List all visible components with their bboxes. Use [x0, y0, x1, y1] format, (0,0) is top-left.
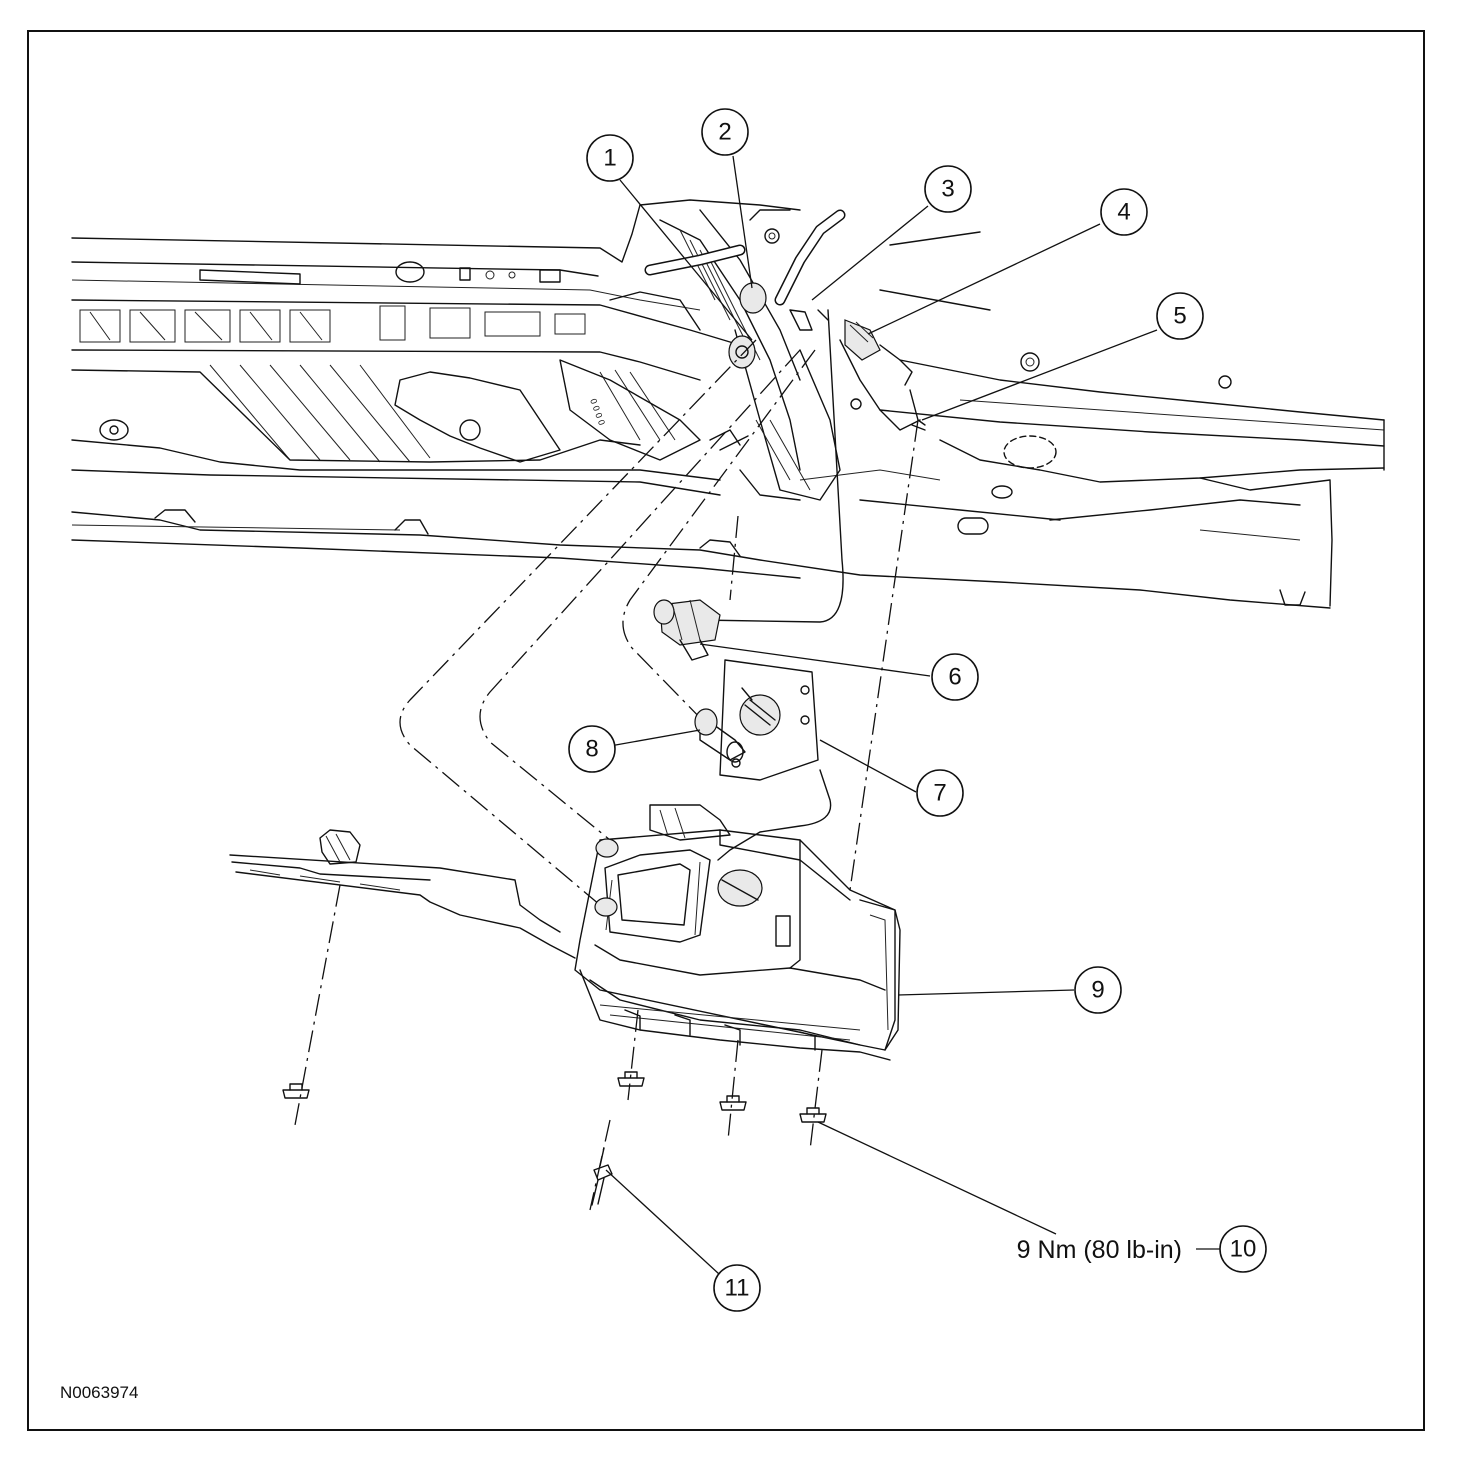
callout-leaders: [605, 155, 1220, 1275]
callout-2-label: 2: [718, 119, 731, 146]
callout-6-label: 6: [948, 664, 961, 691]
right-body-structure: [799, 231, 1385, 607]
filter-8: [694, 708, 746, 763]
callout-7-label: 7: [933, 780, 946, 807]
callout-3: 3: [924, 165, 972, 213]
callout-2: 2: [701, 108, 749, 156]
callout-10: 10: [1219, 1225, 1267, 1273]
hose-connector-6: [653, 599, 721, 661]
torque-spec-label: 9 Nm (80 lb-in): [1017, 1236, 1182, 1264]
evap-canister-9: [229, 804, 901, 1061]
callout-1: 1: [586, 134, 634, 182]
dust-box-bracket-7: [719, 659, 819, 781]
callout-6: 6: [931, 653, 979, 701]
figure-id: N0063974: [60, 1383, 138, 1402]
callout-8: 8: [568, 725, 616, 773]
fastener-dashlines: [294, 884, 823, 1211]
underbody-frame-rail: 0 0 0 0: [71, 204, 1331, 609]
callout-9-label: 9: [1091, 977, 1104, 1004]
callout-4-label: 4: [1117, 199, 1130, 226]
callout-3-label: 3: [941, 176, 954, 203]
callout-10-label: 10: [1230, 1236, 1257, 1263]
callout-4: 4: [1100, 188, 1148, 236]
callout-5-label: 5: [1173, 303, 1186, 330]
callout-5: 5: [1156, 292, 1204, 340]
callout-11: 11: [713, 1264, 761, 1312]
callout-9: 9: [1074, 966, 1122, 1014]
callout-7: 7: [916, 769, 964, 817]
callout-8-label: 8: [585, 736, 598, 763]
push-pin-rivet-11: [591, 1147, 613, 1206]
svg-text:0 0 0 0: 0 0 0 0: [588, 397, 607, 426]
nut-fasteners-10: [282, 1071, 827, 1123]
callout-1-label: 1: [603, 145, 616, 172]
evap-hoses-exploded: [399, 309, 919, 906]
callout-11-label: 11: [725, 1275, 750, 1302]
evap-bracket-assembly: [609, 199, 926, 501]
diagram-frame: [27, 30, 1425, 1431]
